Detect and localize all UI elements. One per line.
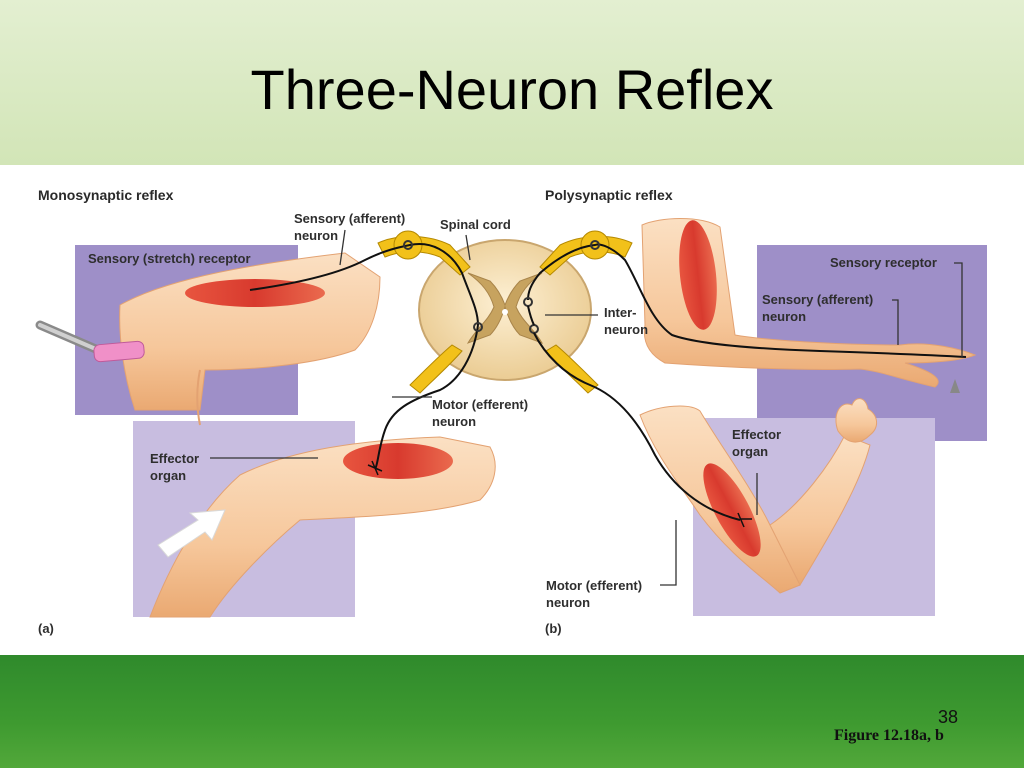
poly-sensory-receptor-label: Sensory receptor bbox=[830, 255, 937, 270]
poly-sensory-neuron-label-line1: Sensory (afferent) bbox=[762, 292, 874, 307]
title-band bbox=[0, 0, 1024, 165]
poly-sensory-neuron-label-line2: neuron bbox=[762, 309, 807, 324]
pin-icon bbox=[950, 379, 960, 393]
poly-motor-neuron-label-line1: Motor (efferent) bbox=[546, 578, 643, 593]
spinal-cord-cross-section bbox=[377, 230, 633, 394]
polysynaptic-heading: Polysynaptic reflex bbox=[545, 187, 673, 203]
motor-neuron-label-line1: Motor (efferent) bbox=[432, 397, 529, 412]
mono-sensory-receptor-label: Sensory (stretch) receptor bbox=[88, 251, 251, 266]
reflex-figure: Monosynaptic reflex Polysynaptic reflex … bbox=[0, 165, 1024, 655]
leader-lines bbox=[210, 229, 963, 586]
mono-effector-label-line2: organ bbox=[150, 468, 187, 483]
panel-b-label: (b) bbox=[545, 621, 562, 636]
mono-effector-label-line1: Effector bbox=[150, 451, 200, 466]
poly-effector-label-line1: Effector bbox=[732, 427, 782, 442]
slide-title: Three-Neuron Reflex bbox=[250, 58, 774, 121]
mono-sensory-neuron-label-line1: Sensory (afferent) bbox=[294, 211, 406, 226]
interneuron-label-line2: neuron bbox=[604, 322, 649, 337]
neuron-pathways bbox=[249, 240, 967, 528]
knee-lower-illustration bbox=[149, 436, 496, 618]
spinal-cord-label: Spinal cord bbox=[440, 217, 511, 232]
footer-band bbox=[0, 655, 1024, 768]
motor-neuron-label-line2: neuron bbox=[432, 414, 477, 429]
page-number: 38 bbox=[938, 707, 959, 727]
reflex-hammer-icon bbox=[35, 320, 145, 363]
monosynaptic-heading: Monosynaptic reflex bbox=[38, 187, 174, 203]
reflex-illustration bbox=[35, 218, 987, 618]
arrow-icon bbox=[157, 509, 226, 558]
knee-upper-illustration bbox=[119, 252, 381, 426]
figure-caption: Figure 12.18a, b bbox=[834, 727, 944, 744]
poly-motor-neuron-label-line2: neuron bbox=[546, 595, 591, 610]
panel-a-label: (a) bbox=[38, 621, 54, 636]
mono-sensory-neuron-label-line2: neuron bbox=[294, 228, 339, 243]
arm-lower-illustration bbox=[639, 398, 877, 594]
poly-effector-label-line2: organ bbox=[732, 444, 769, 459]
interneuron-label-line1: Inter- bbox=[604, 305, 637, 320]
